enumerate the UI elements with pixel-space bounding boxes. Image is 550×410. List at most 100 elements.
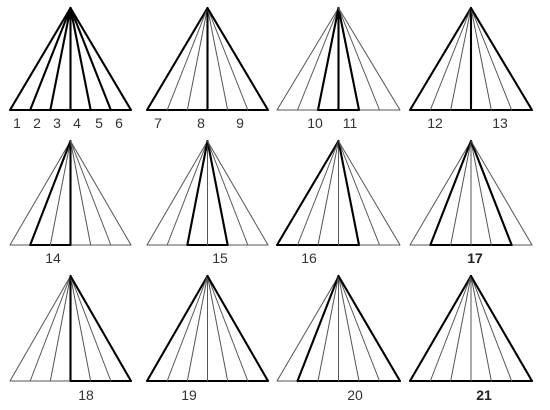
apex-line <box>206 139 229 247</box>
apex-line <box>276 275 339 382</box>
apex-line <box>69 274 133 383</box>
triangle-count-label: 15 <box>212 250 228 266</box>
triangle-count-label: 20 <box>347 387 363 403</box>
apex-line <box>297 140 339 246</box>
triangle-count-label: 12 <box>427 115 443 131</box>
apex-line <box>49 140 71 246</box>
triangle-count-label: 17 <box>467 250 483 266</box>
triangle-count-label: 7 <box>154 115 162 131</box>
apex-line <box>207 7 249 111</box>
triangle-count-label: 2 <box>33 115 41 131</box>
triangle-count-label: 4 <box>73 115 81 131</box>
apex-line <box>470 140 533 246</box>
apex-line <box>166 275 208 382</box>
triangle-count-label: 10 <box>307 115 323 131</box>
apex-line <box>186 7 208 111</box>
apex-line <box>49 6 72 112</box>
apex-line <box>276 7 339 111</box>
apex-line <box>186 139 209 247</box>
triangle-panel <box>408 6 534 112</box>
apex-line <box>206 6 270 112</box>
apex-line <box>470 7 492 111</box>
triangle-count-label: 11 <box>342 115 358 131</box>
apex-line <box>337 274 402 383</box>
apex-line <box>207 140 249 246</box>
triangle-count-label: 9 <box>236 115 244 131</box>
triangle-panel <box>409 139 533 247</box>
apex-line <box>207 140 269 246</box>
apex-line <box>450 7 472 111</box>
apex-line <box>337 6 361 112</box>
apex-line <box>337 139 361 247</box>
triangle-count-label: 13 <box>492 115 508 131</box>
apex-line <box>470 140 492 246</box>
apex-line <box>145 6 209 112</box>
triangle-count-label: 3 <box>53 115 61 131</box>
apex-line <box>146 140 208 246</box>
apex-line <box>470 275 513 382</box>
apex-line <box>316 6 340 112</box>
apex-line <box>166 140 208 246</box>
apex-line <box>469 274 534 383</box>
apex-line <box>338 7 401 111</box>
apex-line <box>49 275 71 382</box>
triangle-panel <box>9 274 133 383</box>
apex-line <box>338 275 360 382</box>
apex-line <box>206 274 270 383</box>
apex-line <box>408 274 473 383</box>
apex-line <box>9 140 71 246</box>
triangle-panel <box>276 274 402 383</box>
apex-line <box>429 7 472 111</box>
triangle-count-label: 5 <box>95 115 103 131</box>
apex-line <box>297 7 339 111</box>
apex-line <box>29 6 72 112</box>
apex-line <box>450 275 472 382</box>
apex-line <box>207 275 229 382</box>
triangle-panel <box>8 6 133 112</box>
triangle-panel <box>408 274 534 383</box>
triangle-panel <box>275 139 401 247</box>
apex-line <box>69 6 133 112</box>
triangle-count-label: 6 <box>115 115 123 131</box>
apex-line <box>470 275 492 382</box>
apex-line <box>429 275 472 382</box>
triangle-panel <box>9 139 132 247</box>
apex-line <box>338 140 401 246</box>
triangle-count-label: 14 <box>45 250 61 266</box>
apex-line <box>186 275 208 382</box>
triangle-panel <box>146 139 269 247</box>
triangle-panel <box>145 6 270 112</box>
apex-line <box>338 275 380 382</box>
triangle-count-label: 1 <box>13 115 21 131</box>
apex-line <box>338 140 380 246</box>
apex-line <box>70 140 132 246</box>
apex-line <box>207 7 229 111</box>
apex-line <box>470 7 513 111</box>
apex-line <box>9 275 71 382</box>
triangle-panel <box>276 6 401 112</box>
triangle-panel <box>145 274 270 383</box>
apex-line <box>469 6 534 112</box>
triangle-count-label: 18 <box>78 387 94 403</box>
apex-line <box>69 6 92 112</box>
apex-line <box>70 275 92 382</box>
apex-line <box>317 275 339 382</box>
apex-line <box>450 140 472 246</box>
triangle-count-label: 8 <box>197 115 205 131</box>
triangle-count-label: 19 <box>181 387 197 403</box>
apex-line <box>275 139 340 247</box>
apex-line <box>70 140 92 246</box>
apex-line <box>70 140 112 246</box>
triangle-count-label: 21 <box>476 387 492 403</box>
apex-line <box>409 140 472 246</box>
apex-line <box>469 139 513 247</box>
apex-line <box>296 274 340 383</box>
apex-line <box>317 140 339 246</box>
apex-line <box>408 6 473 112</box>
apex-line <box>145 274 209 383</box>
apex-line <box>166 7 208 111</box>
apex-line <box>207 275 249 382</box>
apex-line <box>69 6 112 112</box>
triangle-count-label: 16 <box>301 250 317 266</box>
